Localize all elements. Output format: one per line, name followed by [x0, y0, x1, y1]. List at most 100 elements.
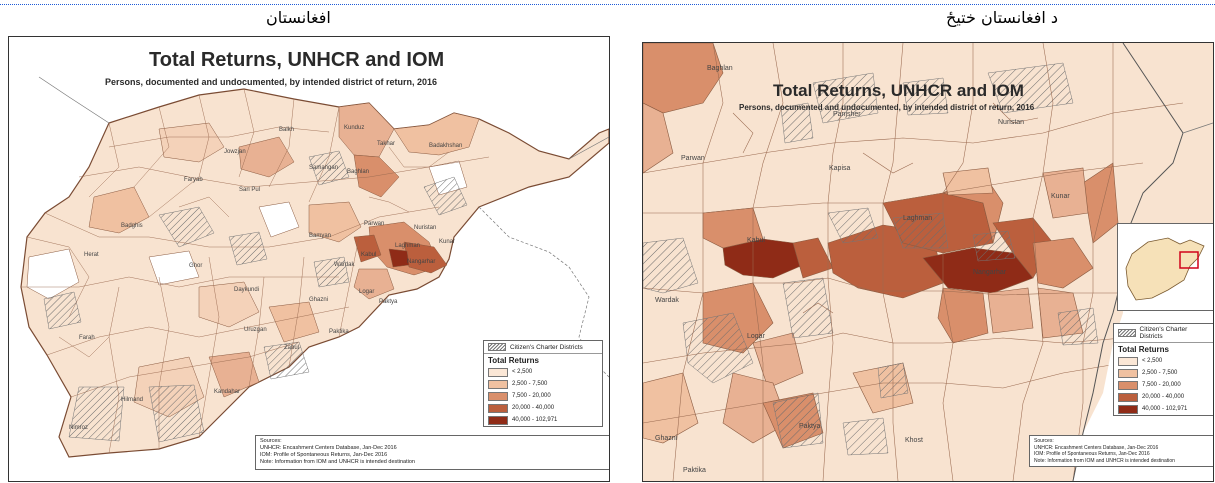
place-label: Badakhshan: [429, 143, 463, 149]
place-label: Balkh: [279, 127, 295, 133]
legend: Citizen's Charter Districts Total Return…: [483, 340, 603, 427]
place-label: Farah: [79, 335, 95, 341]
map-subtitle: Persons, documented and undocumented, by…: [739, 103, 1035, 112]
legend-swatch: [488, 379, 508, 389]
place-label: Parwan: [681, 155, 705, 162]
sources-box: Sources: UNHCR: Encashment Centers Datab…: [1029, 435, 1213, 467]
legend-label: 2,500 - 7,500: [512, 381, 548, 387]
map-eastern-afghanistan: Total Returns, UNHCR and IOM Persons, do…: [642, 42, 1214, 482]
legend-swatch: [488, 367, 508, 377]
legend-item: 2,500 - 7,500: [484, 378, 602, 390]
place-label: Zabul: [284, 345, 300, 351]
citizens-charter-hatch: [643, 62, 1099, 456]
legend-item: 7,500 - 20,000: [1114, 379, 1213, 391]
place-label: Jowzjan: [224, 149, 246, 155]
district-fill: [643, 102, 674, 174]
legend-label: 40,000 - 102,971: [512, 417, 558, 423]
place-label: Paktya: [799, 423, 821, 430]
caption-eastern-afghanistan: د افغانستان ختيځ: [946, 8, 1059, 27]
place-label: Nangarhar: [973, 269, 1007, 276]
sources-heading: Sources:: [260, 438, 282, 444]
inset-overview-map: [1117, 223, 1213, 311]
sources-line: Note: Information from IOM and UNHCR is …: [260, 459, 415, 466]
legend-cc-row: Citizen's Charter Districts: [1114, 324, 1213, 343]
legend-title: Total Returns: [488, 356, 539, 365]
legend-cc-label: Citizen's Charter Districts: [510, 343, 583, 351]
place-label: Logar: [747, 333, 765, 340]
legend-label: 2,500 - 7,500: [1142, 370, 1178, 376]
place-label: Kunar: [439, 239, 456, 245]
map-afghanistan-canvas: [20, 76, 609, 458]
legend-label: 20,000 - 40,000: [512, 405, 555, 411]
place-label: Baghlan: [347, 169, 370, 175]
district-fill: [722, 238, 804, 279]
sources-line: Note: Information from IOM and UNHCR is …: [1034, 457, 1175, 464]
hatch-swatch: [1118, 329, 1136, 337]
place-label: Nuristan: [998, 119, 1025, 126]
place-label: Herat: [84, 252, 99, 258]
place-label: Kapisa: [829, 165, 851, 172]
top-dotted-rule: [0, 4, 1215, 5]
legend-item: 2,500 - 7,500: [1114, 367, 1213, 379]
neighbour-border: [1182, 122, 1213, 134]
place-label: Logar: [359, 289, 375, 295]
inset-highlight: [1179, 251, 1199, 269]
map-subtitle: Persons, documented and undocumented, by…: [105, 77, 438, 87]
legend-label: 7,500 - 20,000: [512, 393, 551, 399]
sources-line: UNHCR: Encashment Centers Database, Jan-…: [1034, 444, 1159, 451]
district-fill: [1042, 167, 1089, 219]
place-label: Panjsher: [833, 111, 861, 118]
legend-swatch: [1118, 380, 1138, 390]
district-fill: [722, 372, 789, 444]
place-label: Kunduz: [344, 125, 365, 131]
sources-heading: Sources:: [1034, 438, 1054, 444]
place-label: Badghis: [121, 223, 143, 229]
legend-swatch: [488, 391, 508, 401]
place-label: Parwan: [364, 221, 385, 227]
sources-box: Sources: UNHCR: Encashment Centers Datab…: [255, 435, 609, 470]
place-label: Wardak: [655, 297, 679, 304]
place-label: Kabul: [747, 237, 765, 244]
legend-swatch: [1118, 368, 1138, 378]
legend-item: 20,000 - 40,000: [484, 402, 602, 414]
district-fills: [26, 102, 480, 418]
place-label: Ghazni: [655, 435, 678, 442]
legend-item: 40,000 - 102,971: [1114, 403, 1213, 415]
citizens-charter-hatch: [43, 150, 468, 443]
place-label: Uruzgan: [244, 327, 267, 333]
place-label: Faryab: [184, 177, 203, 183]
legend-swatch: [1118, 392, 1138, 402]
legend-swatch: [1118, 356, 1138, 366]
hatch-swatch: [488, 343, 506, 351]
legend-item: 7,500 - 20,000: [484, 390, 602, 402]
place-label: Kandahar: [214, 389, 241, 395]
map-title: Total Returns, UNHCR and IOM: [149, 49, 445, 71]
sources-line: IOM: Profile of Spontaneous Returns, Jan…: [260, 452, 388, 459]
place-label: Khost: [905, 437, 923, 444]
legend-label: 40,000 - 102,971: [1142, 406, 1188, 412]
legend-item: 40,000 - 102,971: [484, 414, 602, 426]
place-label: Nuristan: [414, 225, 437, 231]
legend-swatch: [488, 415, 508, 425]
legend-swatch: [488, 403, 508, 413]
sources-line: IOM: Profile of Spontaneous Returns, Jan…: [1034, 451, 1150, 457]
place-label: Laghman: [395, 243, 421, 249]
place-label: Wardak: [334, 262, 355, 268]
legend-swatch: [1118, 404, 1138, 414]
place-label: Ghor: [189, 263, 203, 269]
map-title: Total Returns, UNHCR and IOM: [773, 81, 1024, 100]
map-afghanistan: Total Returns, UNHCR and IOM Persons, do…: [8, 36, 610, 482]
place-label: Ghazni: [309, 297, 329, 303]
place-label: Laghman: [903, 215, 933, 222]
place-label: Paktika: [683, 467, 706, 474]
legend-title: Total Returns: [1118, 345, 1169, 354]
place-label: Paktika: [329, 329, 349, 335]
district-fill: [643, 372, 699, 444]
inset-canvas: [1125, 237, 1205, 301]
district-fill: [987, 287, 1034, 334]
place-label: Nimroz: [69, 425, 88, 431]
place-label: Nangarhar: [407, 259, 436, 265]
district-fill: [643, 43, 724, 114]
district-lines: [643, 43, 1184, 481]
place-label: Samangan: [309, 165, 339, 171]
